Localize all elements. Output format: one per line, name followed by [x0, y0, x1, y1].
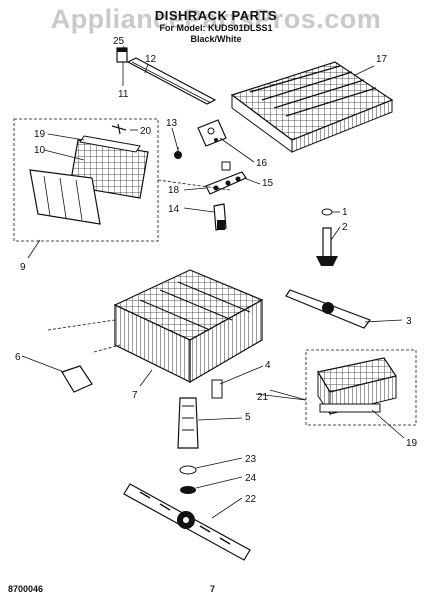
callout-20: 20 — [140, 126, 152, 137]
diagram-title: DISHRACK PARTS — [154, 8, 278, 23]
callout-19b: 19 — [406, 438, 418, 449]
utensil-basket-group — [305, 349, 417, 426]
callout-5: 5 — [245, 412, 251, 423]
end-cap — [116, 47, 128, 63]
silverware-basket-group — [13, 118, 159, 242]
callout-7: 7 — [132, 390, 138, 401]
page-number: 7 — [210, 584, 216, 594]
watermark: AppliancePartsPros.com — [50, 4, 382, 34]
doc-code: 8700046 — [8, 584, 44, 594]
callout-22: 22 — [245, 494, 257, 505]
upper-spray-assembly — [285, 208, 371, 329]
callout-23: 23 — [245, 454, 257, 465]
callout-11: 11 — [118, 89, 129, 100]
upper-rack — [230, 61, 394, 153]
callout-2: 2 — [342, 222, 348, 233]
leader-lines — [21, 45, 405, 519]
callout-18: 17 — [376, 54, 388, 65]
callout-12: 12 — [145, 54, 157, 65]
rack-rail — [126, 57, 217, 105]
adjuster-bracket — [197, 119, 227, 147]
callout-4: 4 — [265, 360, 271, 371]
rack-clip — [213, 203, 227, 231]
callout-10: 10 — [34, 145, 46, 156]
callout-3: 3 — [406, 316, 412, 327]
callout-19: 19 — [34, 129, 46, 140]
callout-9: 9 — [20, 262, 26, 273]
adjuster-arm — [205, 161, 247, 195]
callout-25: 25 — [113, 36, 125, 47]
color-label: Black/White — [190, 34, 242, 44]
lower-rack — [113, 269, 264, 384]
model-number: For Model: KUDS01DLSS1 — [159, 23, 273, 33]
lower-spray-assembly — [61, 365, 251, 561]
callout-21: 21 — [257, 392, 269, 403]
callout-15: 15 — [262, 178, 274, 189]
callout-6: 6 — [15, 352, 21, 363]
callout-14: 14 — [168, 204, 180, 215]
callout-labels: 25 11 12 17 13 16 15 18 14 19 20 10 9 1 … — [15, 36, 418, 505]
connector-lines — [47, 179, 307, 401]
callout-17: 18 — [168, 185, 180, 196]
callout-13: 13 — [166, 118, 178, 129]
callout-16: 16 — [256, 158, 268, 169]
callout-24: 24 — [245, 473, 257, 484]
callout-1: 1 — [342, 207, 348, 218]
